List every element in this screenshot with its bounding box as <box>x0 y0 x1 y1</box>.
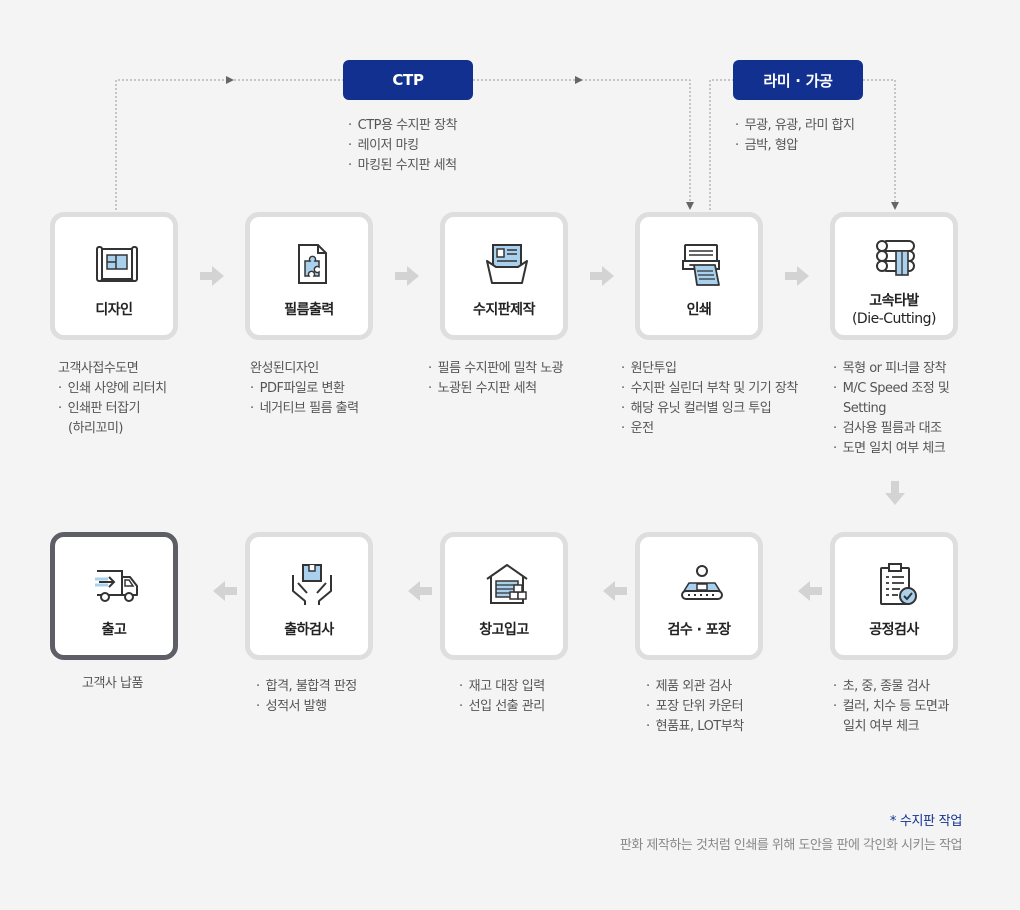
note-line: 해당 유닛 컬러별 잉크 투입 <box>621 399 798 419</box>
note-line: 제품 외관 검사 <box>646 677 744 697</box>
note-line: 원단투입 <box>621 359 798 379</box>
right-arrow-icon <box>590 266 614 286</box>
note-line: 무광, 유광, 라미 합지 <box>735 116 855 136</box>
footnote-desc: 판화 제작하는 것처럼 인쇄를 위해 도안을 판에 각인화 시키는 작업 <box>619 838 963 853</box>
notes-cutting: 목형 or 피너클 장착 M/C Speed 조정 및 Setting 검사용 … <box>833 359 950 459</box>
truck-icon <box>95 570 138 602</box>
step-label: 고속타발 (Die-Cutting) <box>835 292 953 328</box>
note-line: 금박, 형압 <box>735 136 854 156</box>
note-line: 도면 일치 여부 체크 <box>833 439 949 459</box>
note-head: 고객사 납품 <box>82 676 143 691</box>
step-label: 수지판제작 <box>473 302 535 318</box>
note-line: M/C Speed 조정 및 <box>833 379 950 399</box>
notes-resin: 필름 수지판에 밀착 노광 노광된 수지판 세척 <box>428 359 564 399</box>
hands-box-icon <box>292 564 332 605</box>
note-line: 네거티브 필름 출력 <box>250 399 359 419</box>
dotted-arrowhead <box>575 76 583 84</box>
step-label: 인쇄 <box>686 302 712 318</box>
notes-design: 고객사접수도면 인쇄 사양에 리터치 인쇄판 터잡기 (하리꼬미) <box>58 359 167 439</box>
note-line: 현품표, LOT부착 <box>646 717 745 737</box>
step-design: 디자인 <box>50 212 178 340</box>
warehouse-icon <box>486 564 528 604</box>
plate-tray-icon <box>486 244 528 284</box>
rollers-icon <box>876 240 915 276</box>
note-line: 레이저 마킹 <box>348 136 457 156</box>
note-line: 컬러, 치수 등 도면과 <box>833 697 950 717</box>
dotted-arrowhead <box>891 202 899 210</box>
note-line: 선입 선출 관리 <box>459 697 546 717</box>
notes-film: 완성된디자인 PDF파일로 변환 네거티브 필름 출력 <box>250 359 359 419</box>
step-film: 필름출력 <box>245 212 373 340</box>
note-head: 고객사접수도면 <box>58 361 139 376</box>
step-ship-inspect: 출하검사 <box>245 532 373 660</box>
note-line: 합격, 불합격 판정 <box>256 677 358 697</box>
blueprint-icon <box>96 246 138 282</box>
note-line: 포장 단위 카운터 <box>646 697 744 717</box>
note-line: 일치 여부 체크 <box>843 719 920 734</box>
step-label-sub: (Die-Cutting) <box>851 311 937 327</box>
note-line: (하리꼬미) <box>68 421 123 436</box>
step-label: 창고입고 <box>479 622 529 638</box>
left-arrow-icon <box>408 581 432 601</box>
notes-process-check: 초, 중, 종물 검사 컬러, 치수 등 도면과 일치 여부 체크 <box>833 677 950 737</box>
step-resin: 수지판제작 <box>440 212 568 340</box>
step-cutting: 고속타발 (Die-Cutting) <box>830 212 958 340</box>
dotted-arrowhead <box>226 76 234 84</box>
step-label: 필름출력 <box>284 302 334 318</box>
note-line: 운전 <box>621 419 798 439</box>
dotted-arrowhead <box>686 202 694 210</box>
notes-inspect-pack: 제품 외관 검사 포장 단위 카운터 현품표, LOT부착 <box>646 677 745 737</box>
note-line: 노광된 수지판 세척 <box>428 379 563 399</box>
puzzle-document-icon <box>298 244 327 284</box>
right-arrow-icon <box>200 266 224 286</box>
step-label: 출고 <box>101 622 127 638</box>
note-line: 인쇄판 터잡기 <box>58 399 167 419</box>
note-line: CTP용 수지판 장착 <box>348 116 458 136</box>
note-line: 필름 수지판에 밀착 노광 <box>428 359 564 379</box>
note-line: 인쇄 사양에 리터치 <box>58 379 167 399</box>
note-line: 초, 중, 종물 검사 <box>833 677 949 697</box>
note-line: 성적서 발행 <box>256 697 357 717</box>
conveyor-worker-icon <box>681 565 723 600</box>
note-line: 수지판 실린더 부착 및 기기 장착 <box>621 379 799 399</box>
note-head: 완성된디자인 <box>250 361 319 376</box>
notes-release: 고객사 납품 <box>82 674 143 694</box>
note-line: Setting <box>843 401 887 416</box>
right-arrow-icon <box>785 266 809 286</box>
clipboard-check-icon <box>880 563 917 605</box>
left-arrow-icon <box>603 581 627 601</box>
step-label: 검수 · 포장 <box>667 622 731 638</box>
printer-icon <box>682 244 720 286</box>
note-line: 마킹된 수지판 세척 <box>348 156 457 176</box>
step-process-check: 공정검사 <box>830 532 958 660</box>
down-arrow-icon <box>885 481 905 505</box>
right-arrow-icon <box>395 266 419 286</box>
step-warehouse: 창고입고 <box>440 532 568 660</box>
note-line: 재고 대장 입력 <box>459 677 546 697</box>
left-arrow-icon <box>213 581 237 601</box>
ctp-notes: CTP용 수지판 장착 레이저 마킹 마킹된 수지판 세척 <box>348 116 458 176</box>
step-release: 출고 <box>50 532 178 660</box>
step-label-main: 고속타발 <box>869 293 919 309</box>
lami-notes: 무광, 유광, 라미 합지 금박, 형압 <box>735 116 855 156</box>
ctp-label: CTP <box>343 60 473 100</box>
step-inspect-pack: 검수 · 포장 <box>635 532 763 660</box>
footnote-title: * 수지판 작업 <box>889 814 962 829</box>
step-print: 인쇄 <box>635 212 763 340</box>
left-arrow-icon <box>798 581 822 601</box>
lami-label: 라미 · 가공 <box>733 60 863 100</box>
step-label: 출하검사 <box>284 622 334 638</box>
notes-print: 원단투입 수지판 실린더 부착 및 기기 장착 해당 유닛 컬러별 잉크 투입 … <box>621 359 799 439</box>
step-label: 디자인 <box>95 302 133 318</box>
note-line: 목형 or 피너클 장착 <box>833 359 949 379</box>
note-line: 검사용 필름과 대조 <box>833 419 949 439</box>
notes-ship-inspect: 합격, 불합격 판정 성적서 발행 <box>256 677 358 717</box>
notes-warehouse: 재고 대장 입력 선입 선출 관리 <box>459 677 546 717</box>
note-line: PDF파일로 변환 <box>250 379 359 399</box>
step-label: 공정검사 <box>869 622 919 638</box>
